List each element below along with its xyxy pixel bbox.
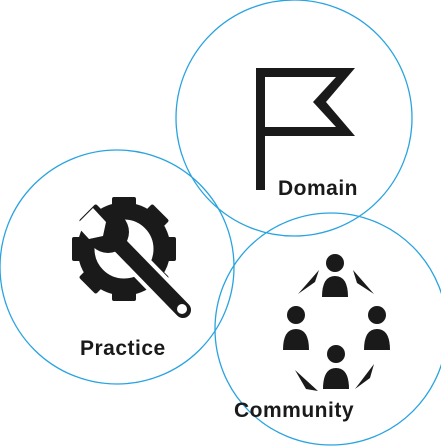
domain-circle [175, 0, 413, 237]
domain-label: Domain [278, 177, 358, 200]
community-label: Community [234, 399, 354, 422]
people-circle-icon [283, 254, 390, 391]
practice-circle [0, 149, 235, 385]
flag-icon [256, 68, 355, 190]
practice-label: Practice [80, 337, 166, 360]
community-circle [214, 212, 441, 446]
wrench-gear-icon [72, 197, 195, 322]
